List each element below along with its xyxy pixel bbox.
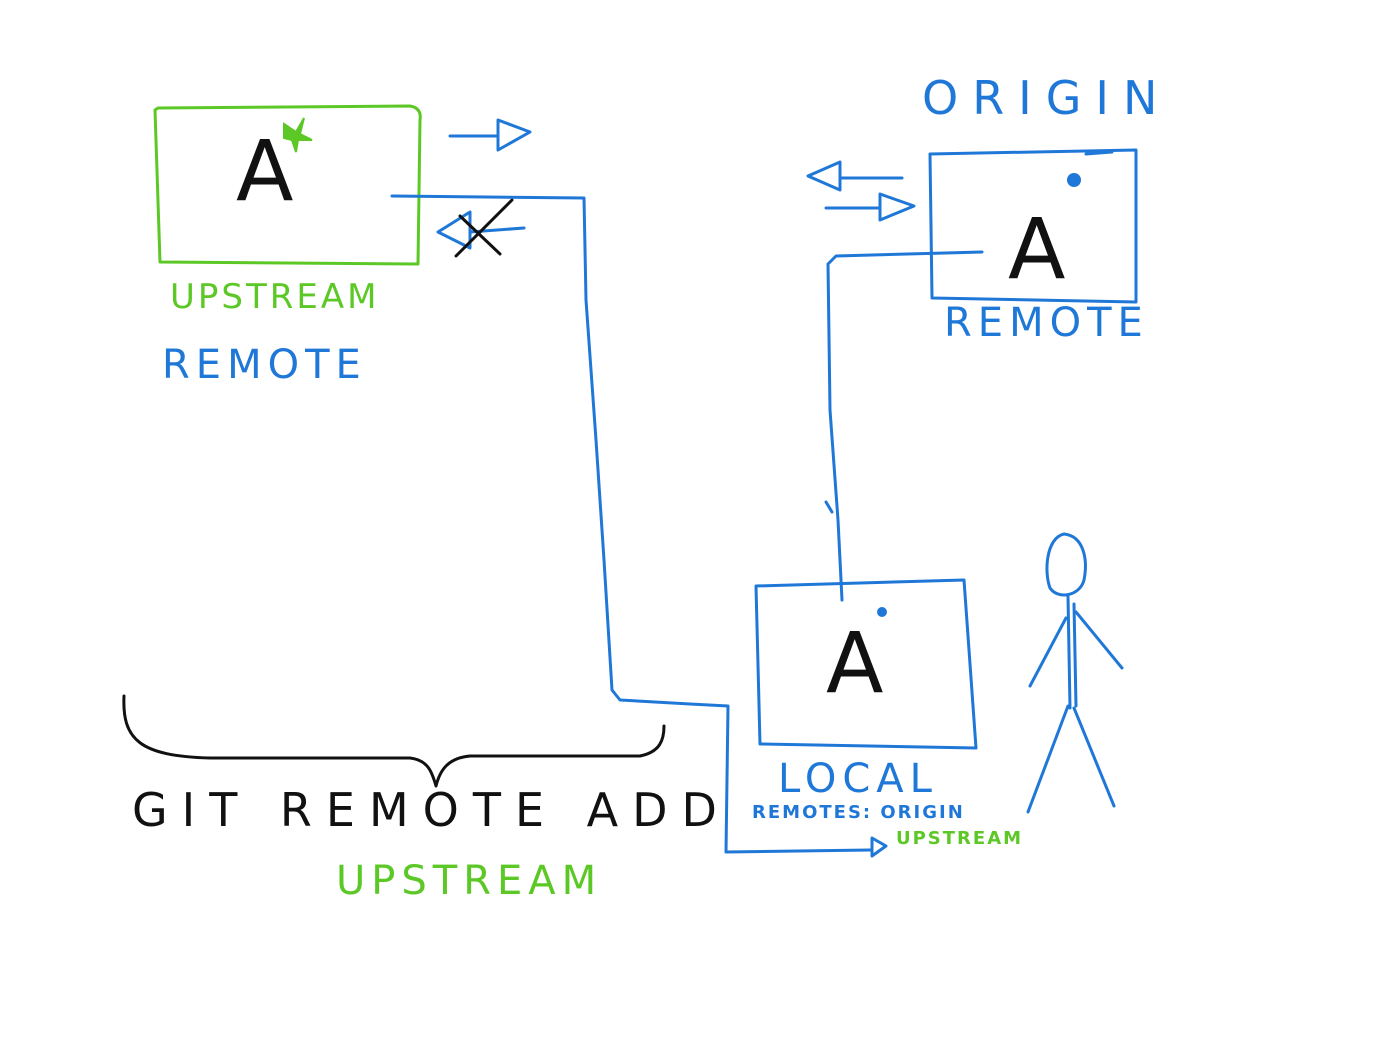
caption-line-2: UPSTREAM <box>336 858 602 904</box>
caption-line-1: GIT REMOTE ADD <box>132 783 731 837</box>
origin-commit-letter: A <box>1008 200 1065 298</box>
brace-shape <box>122 694 666 788</box>
upstream-to-local-connector <box>390 194 872 854</box>
upstream-pointer-arrow-icon <box>870 836 888 858</box>
origin-box <box>928 148 1138 304</box>
origin-to-local-connector <box>826 250 984 602</box>
upstream-type-label: REMOTE <box>162 342 367 388</box>
origin-type-label: REMOTE <box>944 300 1149 346</box>
stick-figure-icon <box>1026 532 1124 814</box>
origin-remote-node: ORIGIN A REMOTE <box>922 71 1171 346</box>
dot-marker-icon <box>877 607 887 617</box>
upstream-remote-node: A UPSTREAM REMOTE <box>153 104 422 388</box>
upstream-box <box>153 104 422 266</box>
star-marker-icon <box>283 117 313 153</box>
push-arrow-icon <box>824 192 916 222</box>
dot-marker-icon <box>1067 173 1081 187</box>
local-remotes-label: REMOTES: ORIGIN <box>752 802 965 823</box>
pull-arrow-icon <box>806 160 904 192</box>
crossed-arrow-icon <box>436 198 526 258</box>
local-box <box>754 578 978 750</box>
upstream-name-label: UPSTREAM <box>170 277 379 317</box>
local-remotes-upstream: UPSTREAM <box>896 828 1023 849</box>
local-repo-node: A LOCAL REMOTES: ORIGIN UPSTREAM <box>752 578 1023 849</box>
local-name-label: LOCAL <box>778 756 938 802</box>
origin-title: ORIGIN <box>922 71 1171 125</box>
fetch-arrow-icon <box>448 118 532 152</box>
local-commit-letter: A <box>826 614 883 712</box>
